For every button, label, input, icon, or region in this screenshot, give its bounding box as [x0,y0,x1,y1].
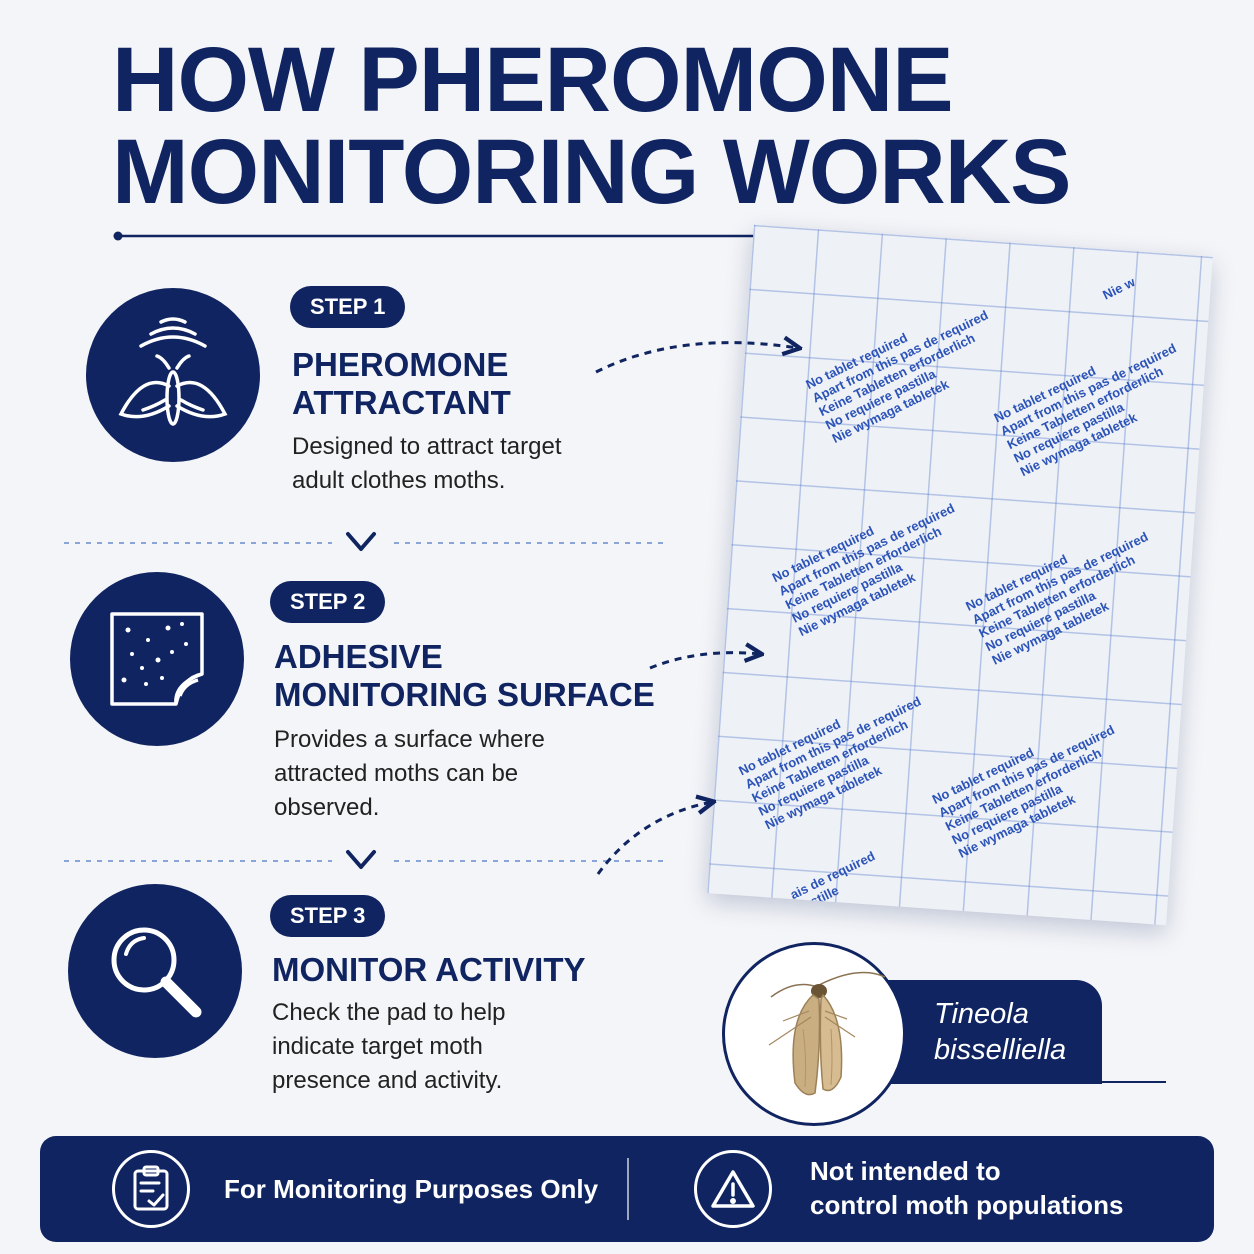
clipboard-check-icon [112,1150,190,1228]
species-underline [1100,1081,1166,1083]
step-3-heading-line-1: MONITOR ACTIVITY [272,951,586,988]
footer-not-intended-line-2: control moth populations [810,1190,1124,1220]
step-divider-1 [64,532,664,551]
pad-print-line: ais de required [787,848,878,903]
pad-print-partial-2: ais de required pastille [788,797,990,916]
title-line-2: MONITORING WORKS [112,121,1071,223]
title-line-1: HOW PHEROMONE [112,29,954,131]
magnifier-icon [68,884,242,1058]
footer-separator [627,1158,629,1220]
adhesive-sheet-icon [70,572,244,746]
step-2-heading-line-1: ADHESIVE [274,638,443,675]
step-1-heading: PHEROMONE ATTRACTANT [292,346,511,422]
step-3-description: Check the pad to help indicate target mo… [272,999,506,1094]
step-2-badge: STEP 2 [270,581,386,623]
step-1-heading-line-2: ATTRACTANT [292,384,511,421]
pad-print-block-3: No tablet required Apart from this pas d… [770,480,992,639]
step-2-description: Provides a surface where attracted moths… [274,726,545,821]
step-1-badge: STEP 1 [290,286,406,328]
footer-disclaimer-bar: For Monitoring Purposes Only Not intende… [40,1136,1214,1242]
step-3-heading: MONITOR ACTIVITY [272,951,586,989]
step-2-heading: ADHESIVE MONITORING SURFACE [274,638,655,714]
species-name-line-2: bisselliella [934,1034,1067,1066]
page-title: HOW PHEROMONE MONITORING WORKS [112,34,1071,218]
pad-print-block-5: No tablet required Apart from this pas d… [736,673,958,832]
pad-print-block-6: No tablet required Apart from this pas d… [930,701,1152,861]
step-3-badge: STEP 3 [270,895,386,937]
step-2-heading-line-2: MONITORING SURFACE [274,676,655,713]
pad-print-block-1: No tablet required Apart from this pas d… [803,287,1025,446]
pad-print-partial-1: Nie w [1100,225,1213,303]
moth-with-scent-waves-icon [86,288,260,462]
pad-print-block-4: No tablet required Apart from this pas d… [963,508,1185,668]
footer-not-intended-line-1: Not intended to [810,1156,1001,1186]
species-name-line-1: Tineola [934,998,1029,1030]
warning-triangle-icon [694,1150,772,1228]
step-divider-2 [64,850,664,869]
footer-monitoring-only-text: For Monitoring Purposes Only [224,1174,599,1204]
species-name: Tineola bisselliella [934,996,1094,1068]
step-1-description: Designed to attract target adult clothes… [292,433,562,494]
pad-print-block-2: No tablet required Apart from this pas d… [991,320,1212,479]
moth-icon [768,971,886,1096]
pad-print-line: Nie w [1100,274,1138,303]
footer-not-intended-text: Not intended to control moth populations [810,1154,1123,1222]
step-1-heading-line-1: PHEROMONE [292,346,509,383]
title-underline [113,231,791,241]
pad-print-line: pastille [794,882,842,916]
moth-photo [722,942,906,1126]
species-label: Tineola bisselliella [880,980,1102,1084]
sticky-monitoring-pad: No tablet required Apart from this pas d… [707,224,1213,926]
